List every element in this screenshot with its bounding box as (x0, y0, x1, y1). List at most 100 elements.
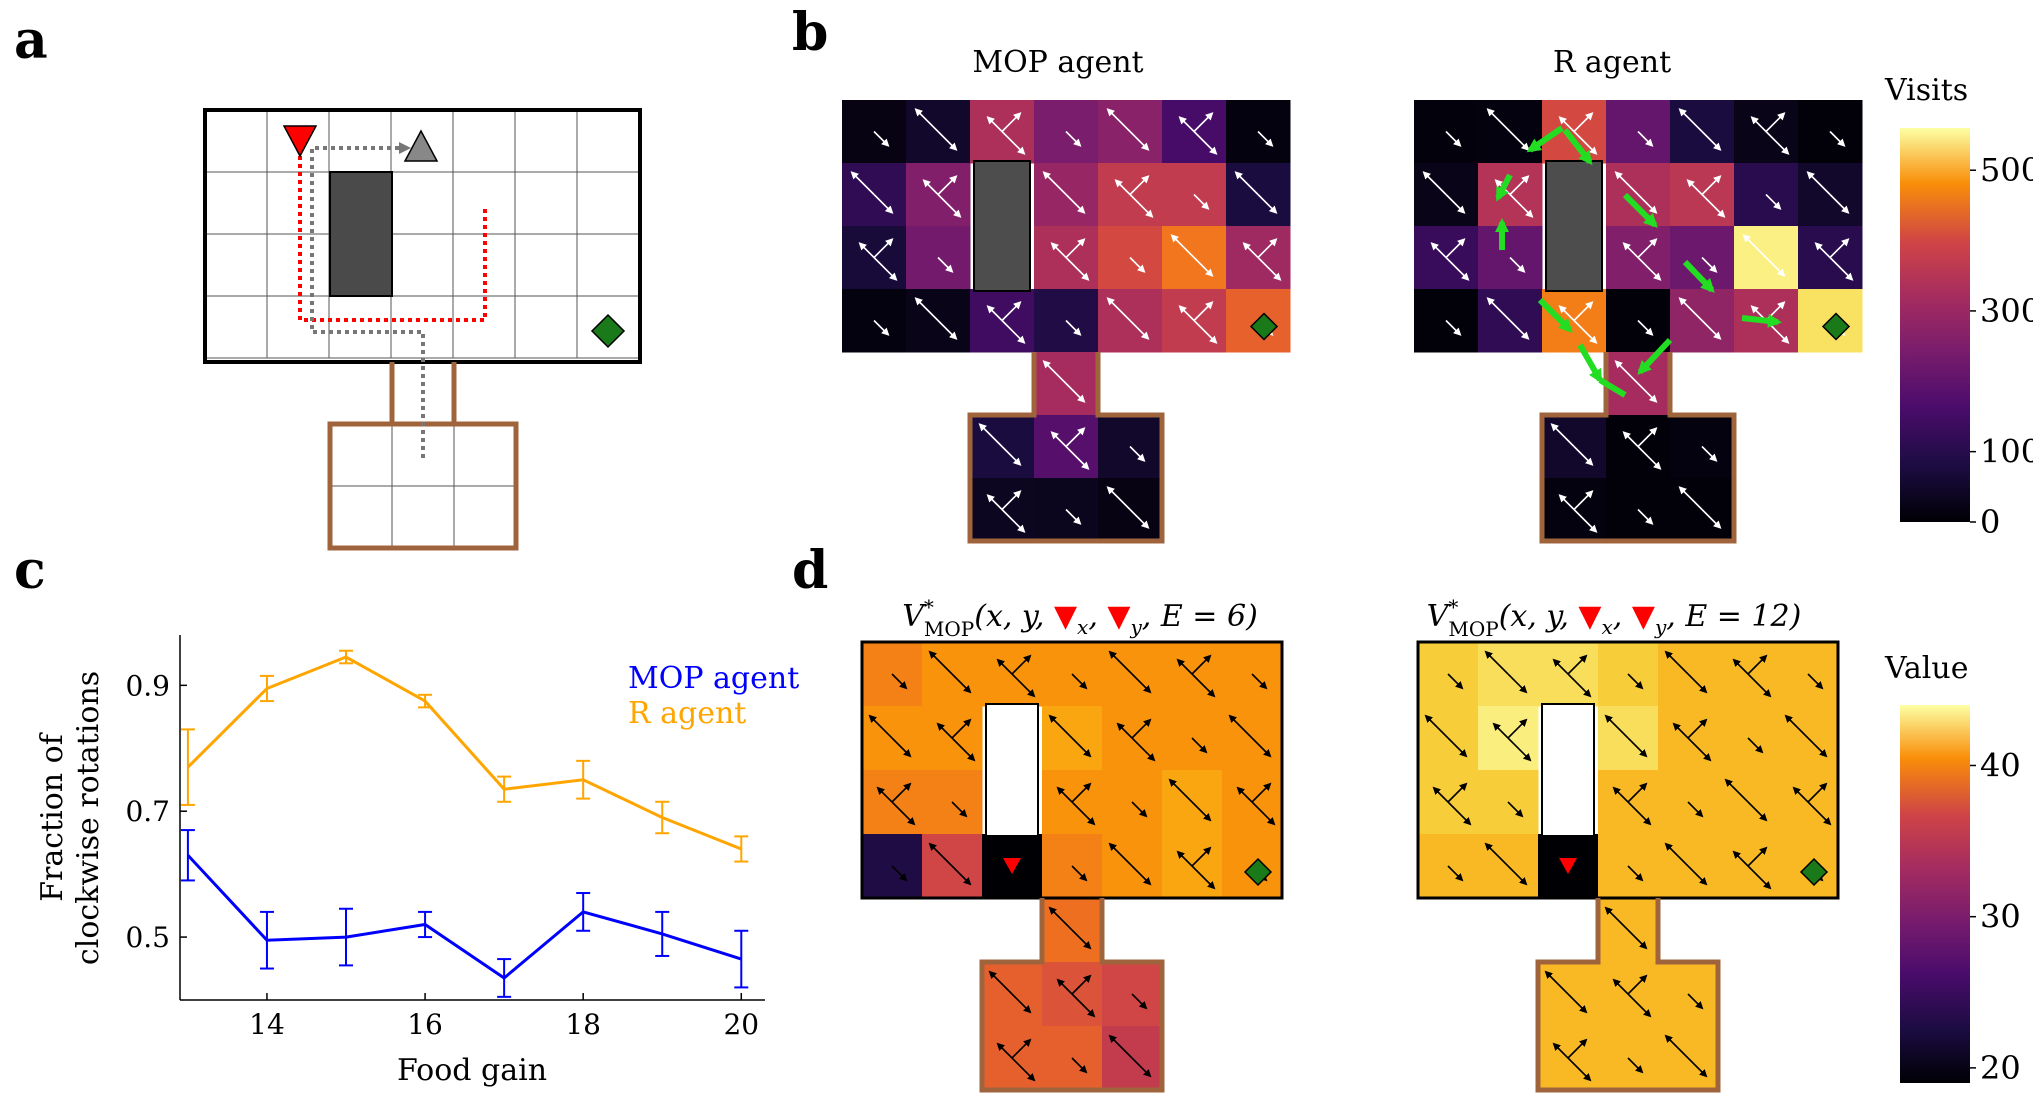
policy-arrow (1129, 319, 1150, 340)
grid-cell (328, 295, 392, 359)
policy-arrow (1627, 929, 1648, 950)
policy-arrow (1001, 445, 1022, 466)
policy-arrow (986, 116, 1003, 133)
policy-arrow (1664, 650, 1689, 675)
policy-arrow (1552, 1042, 1569, 1059)
policy-arrow (1687, 865, 1708, 886)
policy-arrow (1701, 319, 1722, 340)
policy-arrow (937, 319, 958, 340)
policy-arrow (1191, 673, 1216, 698)
grid-cell (204, 295, 268, 359)
policy-arrow (1242, 242, 1259, 259)
policy-arrow (1193, 193, 1210, 210)
value-title-e6: V*MOP(x, y, ▼x, ▼y, E = 6) (902, 595, 1258, 641)
policy-arrow (1168, 778, 1193, 803)
panel-label-d: d (792, 540, 828, 601)
policy-arrow (850, 171, 875, 196)
policy-arrow (1492, 722, 1509, 739)
policy-arrow (1807, 737, 1828, 758)
arena-schematic (203, 108, 642, 551)
policy-arrow (1056, 978, 1073, 995)
policy-arrow (1042, 360, 1067, 385)
policy-arrow (1637, 319, 1654, 336)
policy-arrow (1509, 175, 1530, 196)
policy-arrow (951, 865, 972, 886)
policy-arrow (1071, 673, 1088, 690)
policy-arrow (1687, 718, 1708, 739)
grid-cell (576, 109, 640, 173)
policy-arrow (1687, 673, 1708, 694)
policy-arrow (1637, 193, 1658, 214)
grid-cell (514, 171, 578, 235)
policy-arrow (1622, 431, 1639, 448)
grid-cell (329, 485, 393, 549)
panel-label-a: a (14, 10, 48, 71)
policy-arrow (986, 494, 1003, 511)
policy-arrow (1627, 801, 1652, 826)
legend-mop: MOP agent (628, 661, 799, 696)
colorbar-tick-label: 0 (1980, 503, 2000, 541)
policy-arrow (1765, 112, 1786, 133)
policy-arrow (951, 801, 968, 818)
policy-arrow (1129, 508, 1150, 529)
y-tick-label: 0.7 (125, 795, 170, 828)
policy-arrow (1176, 850, 1193, 867)
policy-arrow (1131, 718, 1152, 739)
policy-arrow (951, 718, 972, 739)
policy-arrow (1486, 297, 1511, 322)
policy-arrow (1507, 737, 1532, 762)
policy-arrow (1011, 673, 1036, 698)
policy-arrow (1131, 993, 1148, 1010)
grid-cell (390, 233, 454, 297)
policy-arrow (1612, 786, 1629, 803)
policy-arrow (1131, 801, 1148, 818)
policy-arrow (1445, 193, 1466, 214)
x-tick-label: 18 (565, 1008, 601, 1041)
policy-arrow (1430, 242, 1447, 259)
policy-arrow (1129, 445, 1146, 462)
food-icon (1249, 312, 1279, 341)
policy-arrow (1116, 722, 1133, 739)
agent-path (310, 142, 425, 458)
policy-arrow (1507, 865, 1528, 886)
policy-arrow (1701, 130, 1722, 151)
policy-arrow (1558, 494, 1575, 511)
policy-arrow (1106, 297, 1131, 322)
policy-arrow (1065, 256, 1090, 281)
policy-arrow (1251, 737, 1272, 758)
obstacle (1545, 160, 1603, 292)
home-border (979, 898, 1165, 1093)
policy-arrow (1612, 978, 1629, 995)
policy-arrow (1178, 116, 1195, 133)
grid-cell (328, 109, 392, 173)
policy-arrow (1056, 786, 1073, 803)
policy-arrow (1257, 256, 1282, 281)
policy-arrow (868, 714, 893, 739)
policy-arrow (1678, 108, 1703, 133)
policy-arrow (986, 305, 1003, 322)
policy-arrow (1131, 737, 1156, 762)
policy-arrow (1108, 650, 1133, 675)
grid-cell (391, 485, 455, 549)
policy-arrow (1732, 658, 1749, 675)
value-colorbar-bar (1900, 705, 1970, 1083)
policy-arrow (1129, 256, 1146, 273)
policy-arrow (996, 1042, 1013, 1059)
policy-arrow (1193, 256, 1214, 277)
policy-arrow (1071, 801, 1096, 826)
policy-arrow (1637, 256, 1662, 281)
policy-arrow (1814, 242, 1831, 259)
policy-arrow (1011, 654, 1032, 675)
policy-arrow (988, 970, 1013, 995)
policy-arrow (1701, 256, 1718, 273)
grid-cell (452, 109, 516, 173)
y-tick-label: 0.5 (125, 921, 170, 954)
policy-arrow (1042, 171, 1067, 196)
policy-arrow (1792, 786, 1809, 803)
series-line-0 (186, 854, 742, 980)
policy-arrow (1432, 786, 1449, 803)
food-icon (1243, 857, 1273, 887)
policy-arrow (1257, 193, 1278, 214)
policy-arrow (1071, 737, 1092, 758)
